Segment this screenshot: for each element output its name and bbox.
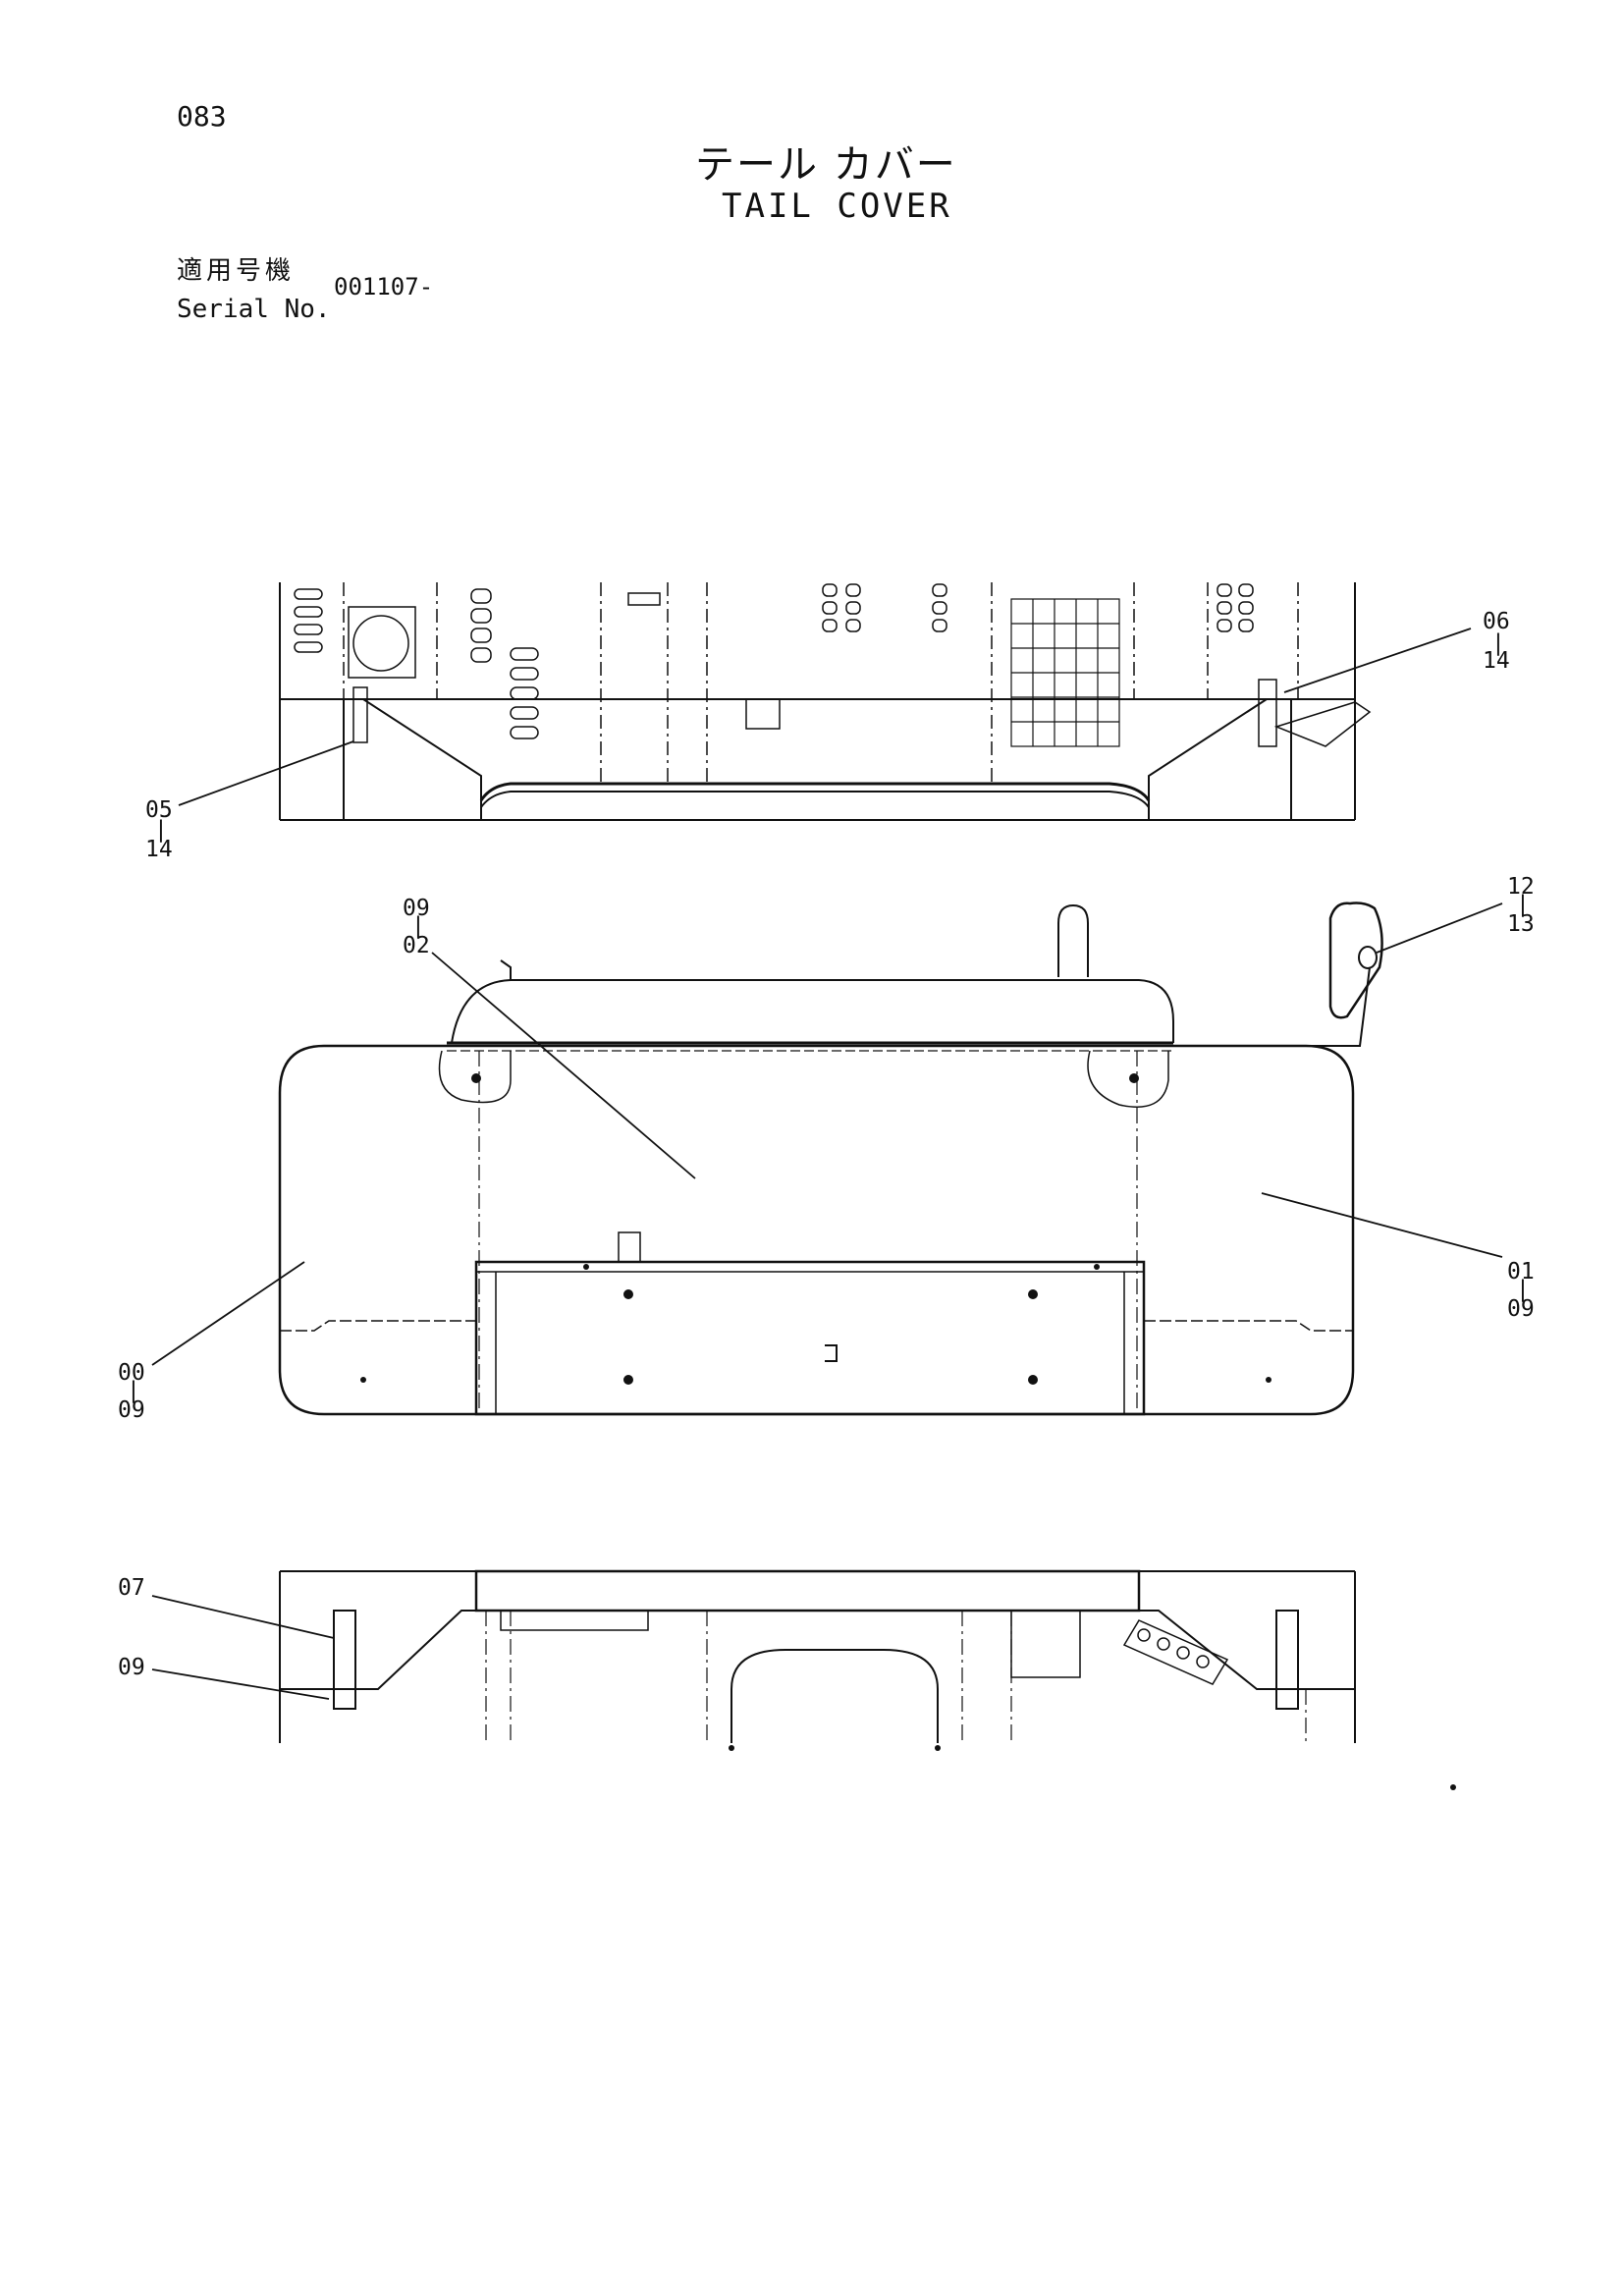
callout-07: 07	[118, 1575, 145, 1601]
callout-01: 01	[1507, 1259, 1535, 1285]
tail-cover-view	[278, 902, 1383, 1416]
callout-00: 00	[118, 1360, 145, 1386]
callout-09: 09	[118, 1655, 145, 1680]
leader-lines	[151, 628, 1503, 1700]
page-number: 083	[177, 100, 227, 133]
callout-06: 06	[1483, 609, 1510, 634]
callout-09: 09	[1507, 1296, 1535, 1322]
title-english: TAIL COVER	[722, 187, 952, 226]
callout-tick: |	[127, 1378, 140, 1403]
callout-tick: |	[154, 817, 168, 843]
callout-tick: |	[1491, 630, 1505, 656]
callout-14: 14	[145, 837, 173, 862]
callout-12: 12	[1507, 874, 1535, 900]
callout-05: 05	[145, 797, 173, 823]
serial-label-english: Serial No.	[177, 295, 331, 324]
callout-09: 09	[118, 1397, 145, 1423]
top-assembly-view	[279, 582, 1372, 821]
callout-tick: |	[411, 913, 425, 939]
callout-09: 09	[403, 896, 430, 921]
callout-13: 13	[1507, 911, 1535, 937]
callout-tick: |	[1516, 892, 1530, 917]
callout-14: 14	[1483, 648, 1510, 674]
serial-label-japanese: 適用号機	[177, 256, 296, 286]
serial-number-value: 001107-	[334, 273, 434, 301]
callout-tick: |	[1516, 1277, 1530, 1302]
callout-02: 02	[403, 933, 430, 958]
title-japanese: テール カバー	[695, 142, 957, 188]
bottom-assembly-view	[279, 1569, 1456, 1790]
mirror-icon	[1267, 902, 1383, 1047]
